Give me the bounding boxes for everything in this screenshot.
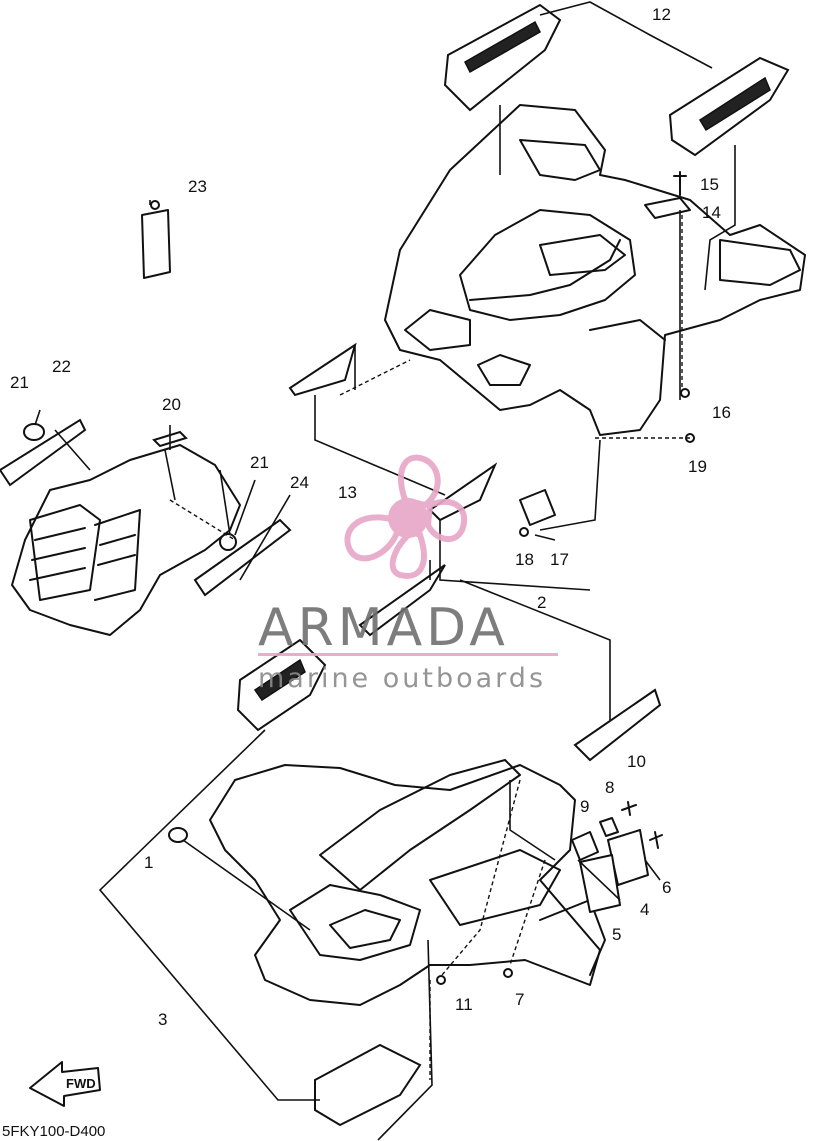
part-18-rivet: [519, 527, 529, 537]
watermark-brand: ARMADA: [258, 598, 509, 658]
callout-14: 14: [702, 203, 721, 222]
callout-8: 8: [605, 778, 614, 797]
rear-fender: [384, 104, 806, 436]
diagram-code: 5FKY100-D400: [2, 1123, 105, 1140]
part-8: [599, 817, 619, 837]
callout-5: 5: [612, 925, 621, 944]
decal-23: [0, 418, 87, 487]
part-9: [571, 831, 599, 861]
decal-front-left: [236, 638, 327, 732]
front-side-cover: [11, 444, 241, 636]
part-6-screw: [649, 831, 663, 849]
part-11-clip: [436, 975, 446, 985]
callout-21-right: 21: [250, 453, 269, 472]
callout-18: 18: [515, 550, 534, 569]
watermark-tagline: marine outboards: [258, 663, 546, 694]
callout-12: 12: [652, 5, 671, 24]
callout-11: 11: [455, 995, 473, 1014]
callout-3: 3: [158, 1010, 167, 1029]
part-1-cap: [168, 827, 188, 843]
decal-13: [288, 342, 498, 522]
decal-3: [314, 1043, 422, 1127]
callout-23: 22: [52, 357, 71, 376]
callout-19: 19: [688, 457, 707, 476]
callout-7: 7: [515, 990, 524, 1009]
part-7-clip: [503, 968, 513, 978]
part-14-plate: [644, 197, 691, 219]
callout-20: 20: [162, 395, 181, 414]
callout-1: 1: [144, 853, 153, 872]
callout-17: 17: [550, 550, 569, 569]
callout-15: 15: [700, 175, 719, 194]
decal-12-left: [443, 3, 562, 112]
callout-4: 4: [640, 900, 649, 919]
callout-24: 23: [188, 177, 207, 196]
part-16-grommet: [680, 388, 690, 398]
decal-12-right: [668, 56, 790, 157]
callout-13: 13: [338, 483, 357, 502]
callout-6: 6: [662, 878, 671, 897]
part-5-plate: [579, 854, 621, 913]
part-24-tag: [141, 200, 171, 279]
armada-propeller-logo-icon: [344, 454, 468, 579]
callout-9: 9: [580, 797, 589, 816]
part-21-emblem: [23, 423, 45, 441]
decal-22: [193, 518, 292, 597]
watermark: ARMADA marine outboards: [258, 454, 558, 694]
part-17-plate: [519, 489, 556, 526]
callout-22: 24: [290, 473, 309, 492]
callout-10: 10: [627, 752, 646, 771]
fwd-label: FWD: [66, 1076, 96, 1091]
part-10-screw: [621, 801, 637, 816]
front-fender: [209, 759, 606, 1006]
part-15-screw: [673, 171, 687, 196]
callout-21-left: 21: [10, 373, 29, 392]
fwd-arrow-icon: FWD: [29, 1061, 101, 1107]
decal-2: [358, 564, 662, 762]
callout-numbers: 12 15 14 23 22 21 20 16 19 21 24 13 18 1…: [10, 5, 731, 1029]
callout-2: 2: [537, 593, 546, 612]
callout-16: 16: [712, 403, 731, 422]
